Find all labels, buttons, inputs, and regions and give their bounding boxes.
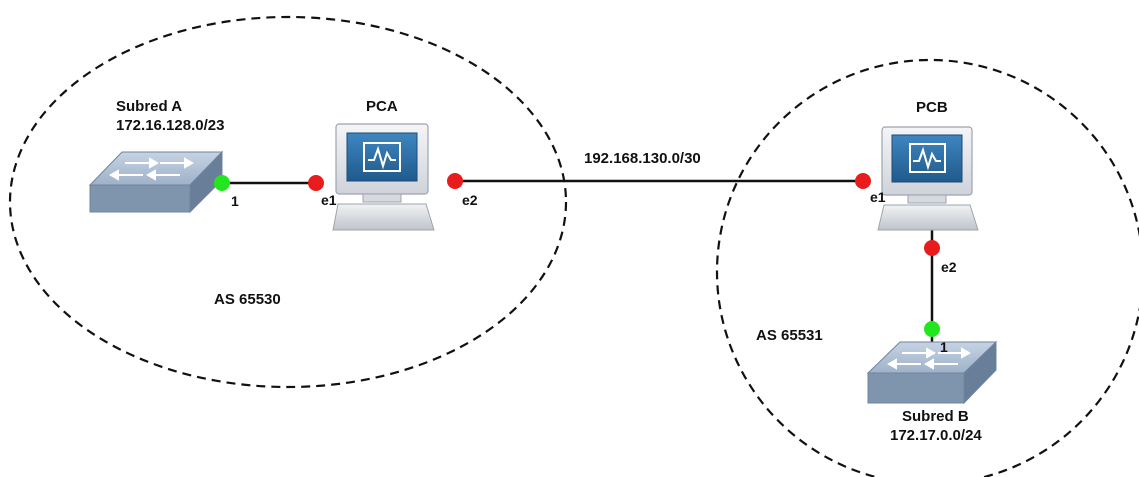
pcb-label: PCB (916, 99, 948, 116)
pca-e1-port-down-indicator (308, 175, 324, 191)
subnet-b-name: Subred B (902, 408, 969, 425)
subnet-a-cidr: 172.16.128.0/23 (116, 117, 224, 134)
switch-a-icon[interactable] (88, 150, 224, 214)
as-65531-label: AS 65531 (756, 327, 823, 344)
switch-b-port-label: 1 (940, 339, 948, 355)
subnet-a-name: Subred A (116, 98, 182, 115)
pcb-e1-label: e1 (870, 189, 886, 205)
pca-e1-label: e1 (321, 192, 337, 208)
as-65530-label: AS 65530 (214, 291, 281, 308)
as-65531-boundary (715, 58, 1139, 477)
pca-e2-label: e2 (462, 192, 478, 208)
pcb-computer-icon[interactable] (877, 126, 979, 231)
pca-label: PCA (366, 98, 398, 115)
link-cidr-label: 192.168.130.0/30 (584, 150, 701, 167)
switch-b-port-up-indicator (924, 321, 940, 337)
pcb-e2-label: e2 (941, 259, 957, 275)
as-65530-boundary (8, 15, 568, 389)
pca-computer-icon[interactable] (332, 123, 435, 231)
switch-a-port-up-indicator (214, 175, 230, 191)
switch-a-port-label: 1 (231, 193, 239, 209)
subnet-b-cidr: 172.17.0.0/24 (890, 427, 982, 444)
pca-e2-port-down-indicator (447, 173, 463, 189)
switch-b-icon[interactable] (866, 340, 998, 405)
pcb-e1-port-down-indicator (855, 173, 871, 189)
pcb-e2-port-down-indicator (924, 240, 940, 256)
